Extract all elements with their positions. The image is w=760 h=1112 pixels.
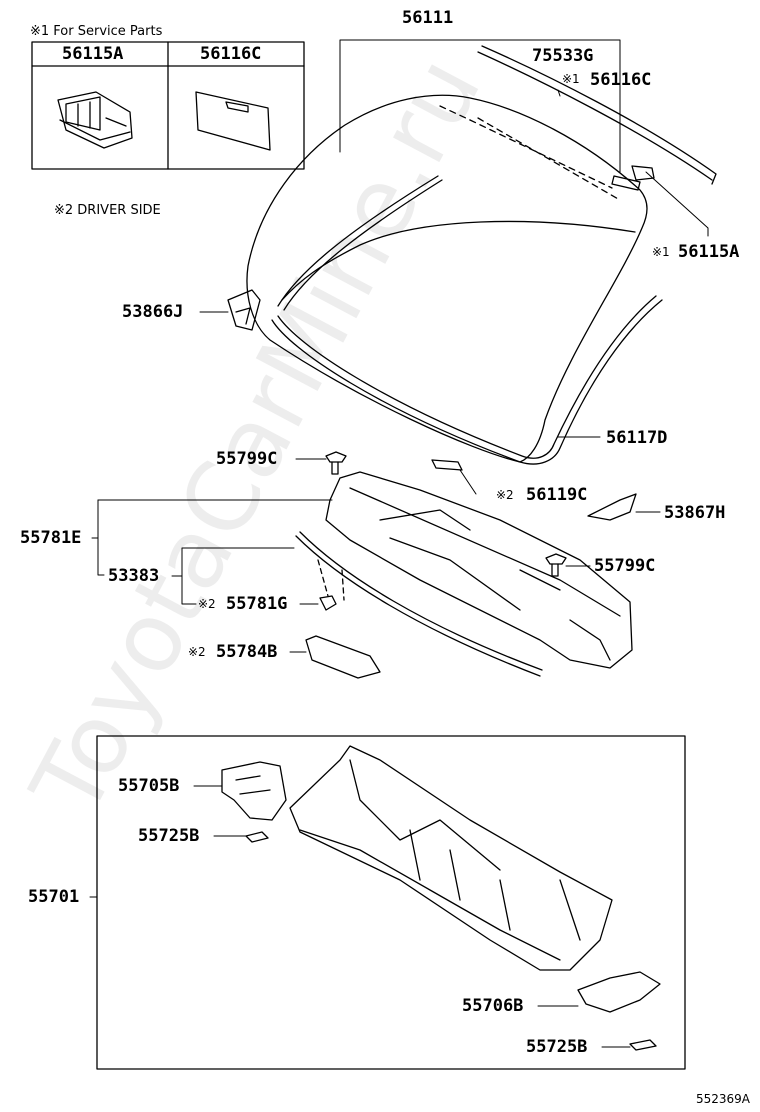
part-55784b xyxy=(305,635,381,679)
label-55784b: 55784B xyxy=(216,642,278,662)
marker-56116c: ※1 xyxy=(562,72,580,86)
label-55705b: 55705B xyxy=(118,776,180,796)
marker-56119c: ※2 xyxy=(496,488,514,502)
bracket-53866j xyxy=(227,289,261,331)
label-56111: 56111 xyxy=(402,8,454,28)
legend-col-56115a: 56115A xyxy=(62,44,124,64)
label-56117d: 56117D xyxy=(606,428,668,448)
label-55725b-left: 55725B xyxy=(138,826,200,846)
label-55799c-top: 55799C xyxy=(216,449,278,469)
windshield-molding xyxy=(271,175,663,465)
label-55781e: 55781E xyxy=(20,528,82,548)
clip-55781g xyxy=(317,559,345,611)
service-parts-note: ※1 For Service Parts xyxy=(30,24,163,39)
label-56119c: 56119C xyxy=(526,485,588,505)
bracket-55706b xyxy=(577,971,661,1013)
marker-56115a: ※1 xyxy=(652,245,670,259)
service-parts-legend-box xyxy=(31,41,305,170)
label-55781g: 55781G xyxy=(226,594,288,614)
label-55799c-right: 55799C xyxy=(594,556,656,576)
part-56119c xyxy=(431,459,463,471)
driver-side-note: ※2 DRIVER SIDE xyxy=(54,203,161,218)
legend-col-56116c: 56116C xyxy=(200,44,262,64)
lower-group-box xyxy=(96,735,686,1070)
label-56115a: 56115A xyxy=(678,242,740,262)
clip-55799c-left xyxy=(325,451,347,475)
cowl-top-panel xyxy=(325,471,633,669)
part-56116c xyxy=(611,175,641,191)
label-56116c: 56116C xyxy=(590,70,652,90)
cowl-panel xyxy=(289,745,613,971)
part-56115a xyxy=(631,165,655,181)
label-53383: 53383 xyxy=(108,566,160,586)
windshield-glass xyxy=(246,94,648,463)
marker-55784b: ※2 xyxy=(188,645,206,659)
diagram-code: 552369A xyxy=(696,1092,751,1106)
part-55725b-left xyxy=(245,831,269,843)
clip-55799c-right xyxy=(545,553,567,577)
label-53866j: 53866J xyxy=(122,302,184,322)
label-53867h: 53867H xyxy=(664,503,726,523)
bracket-55705b xyxy=(221,761,287,821)
label-55706b: 55706B xyxy=(462,996,524,1016)
top-molding xyxy=(477,45,717,185)
bracket-53867h xyxy=(587,493,637,521)
label-55725b-right: 55725B xyxy=(526,1037,588,1057)
label-75533g: 75533G xyxy=(532,46,594,66)
label-55701: 55701 xyxy=(28,887,80,907)
seal-53383 xyxy=(295,535,541,677)
marker-55781g: ※2 xyxy=(198,597,216,611)
part-55725b-right xyxy=(629,1039,657,1051)
